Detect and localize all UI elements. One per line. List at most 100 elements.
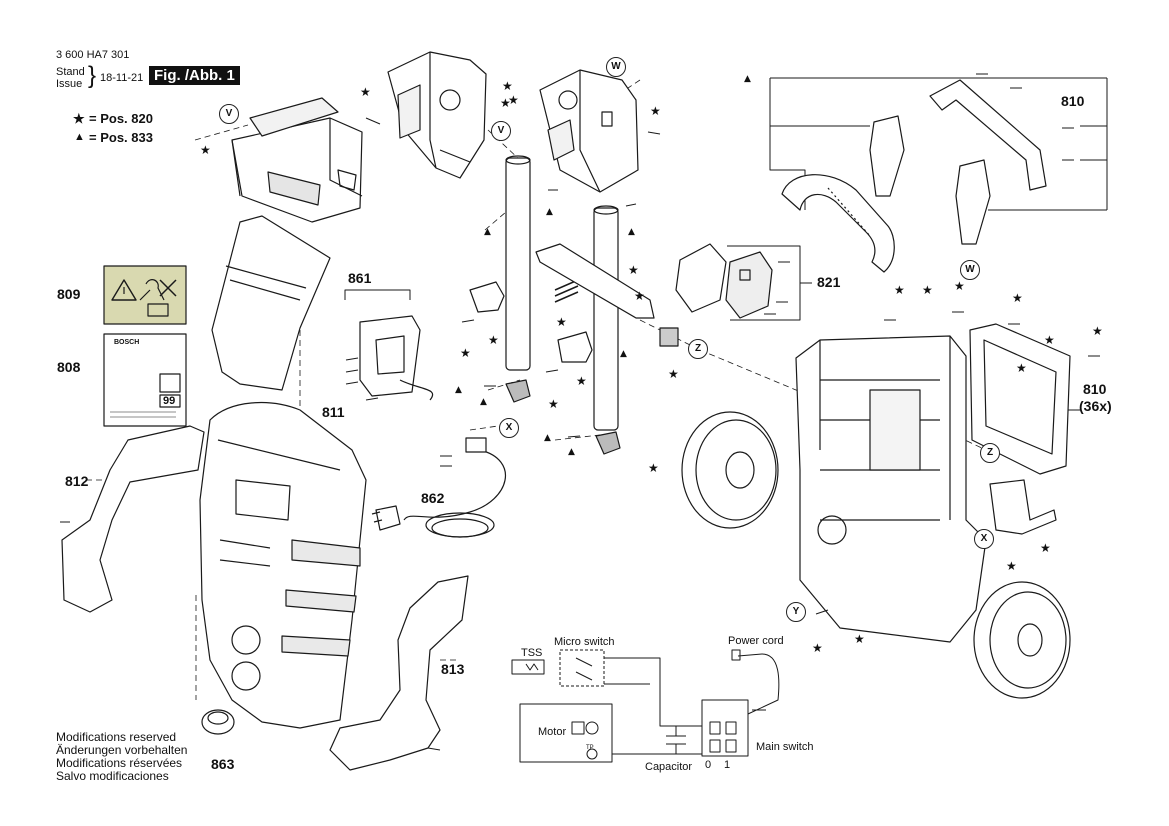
svg-text:▲: ▲ bbox=[480, 397, 487, 407]
schematic-power-cord-label: Power cord bbox=[728, 635, 784, 647]
grip-clip-a bbox=[869, 115, 905, 197]
part-812-label: 812 bbox=[65, 473, 89, 489]
svg-text:★: ★ bbox=[460, 346, 471, 360]
svg-text:★: ★ bbox=[1012, 291, 1023, 305]
part-810-quantity: (36x) bbox=[1079, 398, 1112, 414]
note-line: Modifications reserved bbox=[56, 730, 177, 744]
part-808-label: 808 bbox=[57, 359, 81, 375]
svg-text:▲: ▲ bbox=[546, 207, 553, 217]
svg-text:▲: ▲ bbox=[455, 385, 462, 395]
ref-x-circle-2: X bbox=[974, 529, 994, 549]
part-821-clips bbox=[675, 243, 773, 319]
svg-text:▲: ▲ bbox=[568, 447, 575, 457]
document-number: 3 600 HA7 301 bbox=[56, 49, 130, 61]
main-housing bbox=[199, 402, 367, 729]
schematic-micro-switch-label: Micro switch bbox=[554, 636, 615, 648]
svg-text:★: ★ bbox=[1040, 541, 1051, 555]
svg-text:★: ★ bbox=[628, 263, 639, 277]
svg-text:▲: ▲ bbox=[620, 349, 627, 359]
svg-text:★: ★ bbox=[650, 104, 661, 118]
ref-z-circle: Z bbox=[688, 339, 708, 359]
svg-text:★: ★ bbox=[1044, 333, 1055, 347]
svg-text:★: ★ bbox=[954, 279, 965, 293]
svg-text:★: ★ bbox=[200, 143, 211, 157]
cord-hook-cover-left bbox=[387, 51, 487, 179]
part-810-label: 810 bbox=[1061, 93, 1085, 109]
ref-w-circle-2: W bbox=[960, 260, 980, 280]
label-plate-brand: BOSCH bbox=[114, 339, 140, 346]
schematic-position-1: 1 bbox=[724, 759, 731, 771]
svg-text:★: ★ bbox=[1006, 559, 1017, 573]
side-panel-813 bbox=[329, 575, 469, 771]
warning-label-plate bbox=[103, 265, 187, 325]
schematic-position-0: 0 bbox=[705, 759, 712, 771]
part-811-label: 811 bbox=[322, 404, 345, 420]
ref-y-circle: Y bbox=[786, 602, 806, 622]
part-809-label: 809 bbox=[57, 286, 81, 302]
group-bracket-821 bbox=[727, 245, 812, 321]
ref-z-circle-2: Z bbox=[980, 443, 1000, 463]
svg-text:★: ★ bbox=[1092, 324, 1103, 338]
svg-text:★: ★ bbox=[648, 461, 659, 475]
svg-text:★: ★ bbox=[894, 283, 905, 297]
bracket-x bbox=[989, 479, 1057, 535]
svg-text:★: ★ bbox=[508, 93, 519, 107]
note-line: Modifications réservées bbox=[56, 756, 183, 770]
wheel-right bbox=[973, 581, 1071, 699]
group-bracket-810 bbox=[769, 77, 1108, 411]
issue-label: Issue bbox=[56, 78, 83, 90]
side-panel-812 bbox=[61, 425, 205, 613]
note-line: Änderungen vorbehalten bbox=[56, 743, 188, 757]
ref-v-circle: V bbox=[219, 104, 239, 124]
svg-text:★: ★ bbox=[634, 289, 645, 303]
svg-text:▲: ▲ bbox=[744, 74, 751, 84]
svg-text:★: ★ bbox=[1016, 361, 1027, 375]
svg-text:★: ★ bbox=[548, 397, 559, 411]
group-bracket-861 bbox=[344, 289, 411, 300]
rear-handle-frame bbox=[929, 79, 1047, 191]
label-plate-value: 99 bbox=[163, 395, 176, 407]
top-cover-811 bbox=[211, 215, 331, 391]
svg-text:★: ★ bbox=[668, 367, 679, 381]
wheel-left bbox=[681, 411, 779, 529]
legend-triangle-icon: ▲ bbox=[74, 131, 85, 143]
modifications-notes: Modifications reserved Änderungen vorbeh… bbox=[56, 731, 187, 783]
brace-icon: } bbox=[88, 62, 97, 89]
part-861-label: 861 bbox=[348, 270, 372, 286]
svg-text:▲: ▲ bbox=[484, 227, 491, 237]
svg-text:▲: ▲ bbox=[544, 433, 551, 443]
ref-w-circle: W bbox=[606, 57, 626, 77]
part-863-label: 863 bbox=[211, 756, 235, 772]
schematic-capacitor-label: Capacitor bbox=[645, 761, 693, 773]
svg-text:★: ★ bbox=[502, 79, 513, 93]
schematic-tss-label: TSS bbox=[521, 647, 543, 659]
schematic-main-switch-label: Main switch bbox=[756, 741, 814, 753]
svg-text:★: ★ bbox=[360, 85, 371, 99]
stand-label: Stand bbox=[56, 66, 85, 78]
issue-date: 18-11-21 bbox=[100, 72, 144, 84]
handle-tube-left bbox=[505, 155, 531, 371]
triangle-markers: ▲ ▲ ▲ ▲ ▲ ▲ ▲ ▲ ▲ bbox=[455, 74, 751, 457]
part-821-label: 821 bbox=[817, 274, 841, 290]
legend-star-icon: ★ bbox=[73, 111, 85, 126]
support-bar bbox=[535, 243, 679, 347]
screws bbox=[60, 73, 1100, 751]
switch-unit-861 bbox=[359, 315, 434, 401]
ref-x-circle: X bbox=[499, 418, 519, 438]
power-cord-862 bbox=[371, 437, 507, 538]
legend-star-text: = Pos. 820 bbox=[89, 111, 153, 126]
svg-text:★: ★ bbox=[922, 283, 933, 297]
cord-hook-cover-right bbox=[539, 69, 639, 193]
side-frame bbox=[969, 323, 1071, 475]
part-813-label: 813 bbox=[441, 661, 465, 677]
schematic-motor-label: Motor bbox=[538, 726, 567, 738]
rating-label-plate bbox=[103, 333, 187, 427]
svg-text:▲: ▲ bbox=[628, 227, 635, 237]
carry-handle bbox=[781, 174, 895, 273]
schematic-tp-label: TP bbox=[586, 745, 594, 751]
ref-v-circle-2: V bbox=[491, 121, 511, 141]
note-line: Salvo modificaciones bbox=[56, 769, 169, 783]
star-markers: ★ ★ ★ ★ ★ ★ ★ ★ ★ ★ ★ ★ ★ ★ ★ ★ ★ ★ ★ ★ … bbox=[200, 79, 1103, 655]
chassis-frame bbox=[795, 335, 987, 643]
